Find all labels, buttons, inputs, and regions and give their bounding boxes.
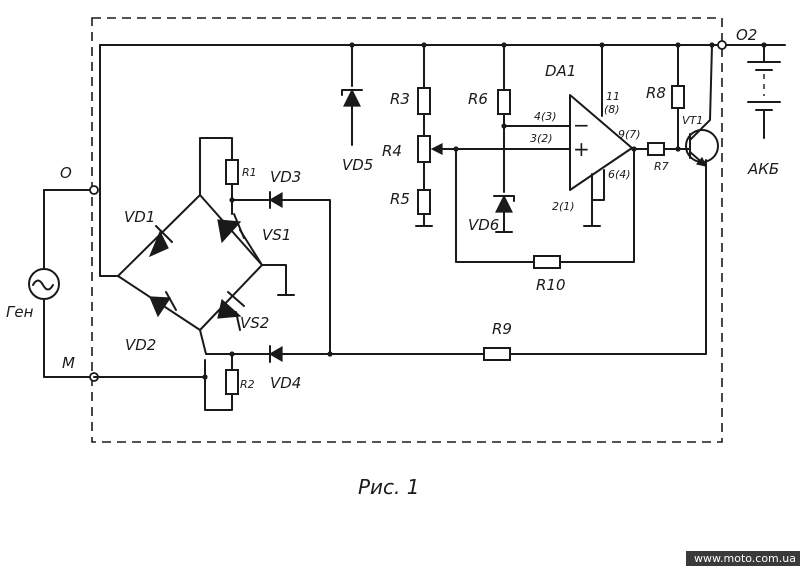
r3-label: R3 (390, 90, 410, 108)
pin-gnd-label: 2(1) (552, 200, 575, 213)
terminal-o-label: О (60, 164, 72, 182)
wire-vd3-right (281, 199, 331, 355)
r4-label: R4 (382, 142, 402, 160)
resistor-r1 (225, 159, 239, 185)
r5-label: R5 (390, 190, 410, 208)
wire-r10-left (455, 148, 535, 263)
vd6-label: VD6 (468, 216, 499, 234)
figure-caption: Рис. 1 (358, 475, 420, 499)
wire-r2-top (199, 329, 233, 371)
vd2-label: VD2 (125, 336, 156, 354)
r6-label: R6 (468, 90, 488, 108)
thyristor-vs2 (217, 291, 245, 331)
vs2-label: VS2 (240, 314, 269, 332)
diode-vd4 (268, 345, 283, 363)
battery-label: АКБ (747, 160, 779, 178)
watermark: www.moto.com.ua (686, 551, 800, 566)
resistor-r9 (483, 347, 511, 361)
resistor-r3 (417, 87, 431, 115)
diode-vd6 (493, 194, 515, 213)
wire-r9-right (509, 159, 707, 355)
pin-vplus-label: 11 (606, 90, 620, 103)
generator-symbol (28, 189, 60, 378)
r10-label: R10 (536, 276, 566, 294)
diode-vd1 (148, 225, 173, 258)
pin-inv-label: 4(3) (534, 110, 557, 123)
opamp-minus-sign: − (573, 113, 590, 137)
da1-label: DA1 (545, 62, 576, 80)
terminal-m-label: М (62, 354, 75, 372)
r8-label: R8 (646, 84, 666, 102)
vt1-label: VT1 (682, 114, 703, 127)
r4-wiper (430, 143, 443, 155)
pin-out-label: 9(7) (618, 128, 641, 141)
vs1-label: VS1 (262, 226, 291, 244)
resistor-r8 (671, 85, 685, 109)
resistor-r5 (417, 189, 431, 215)
battery-symbol (747, 44, 781, 139)
vd5-label: VD5 (342, 156, 373, 174)
resistor-r6 (497, 89, 511, 115)
opamp-plus-sign: + (573, 137, 590, 161)
r2-label: R2 (240, 378, 255, 391)
terminal-o2-label: О2 (736, 26, 757, 44)
diode-vd2 (149, 291, 177, 318)
wire-opamp-pin6 (591, 169, 605, 201)
thyristor-vs1 (217, 213, 295, 296)
wire-r2-bottom (204, 376, 233, 411)
pin-noninv-label: 3(2) (530, 132, 553, 145)
wire-r10-right (559, 148, 635, 263)
r7-label: R7 (654, 160, 669, 173)
vd3-label: VD3 (270, 168, 301, 186)
opamp-da1 (569, 94, 633, 191)
resistor-r7 (647, 142, 665, 156)
vd4-label: VD4 (270, 374, 301, 392)
diode-vd5 (341, 88, 363, 107)
ground-vd6 (495, 211, 513, 233)
generator-label: Ген (6, 303, 34, 321)
diode-vd3 (268, 191, 283, 209)
resistor-r10 (533, 255, 561, 269)
wire-m-to-bridge (93, 359, 206, 378)
r1-label: R1 (242, 166, 257, 179)
terminal-o2[interactable] (717, 40, 727, 50)
enclosure-border (91, 17, 723, 443)
potentiometer-r4 (417, 135, 431, 163)
vd1-label: VD1 (124, 208, 155, 226)
wire-left-bus (99, 44, 119, 277)
transistor-vt1 (685, 44, 719, 171)
ground-r5 (415, 213, 433, 227)
terminal-o[interactable] (89, 185, 99, 195)
pin-vplus-alt-label: (8) (604, 103, 620, 116)
r9-label: R9 (492, 320, 512, 338)
pin-6-label: 6(4) (608, 168, 631, 181)
resistor-r2 (225, 369, 239, 395)
wire-r1-top (199, 137, 233, 196)
